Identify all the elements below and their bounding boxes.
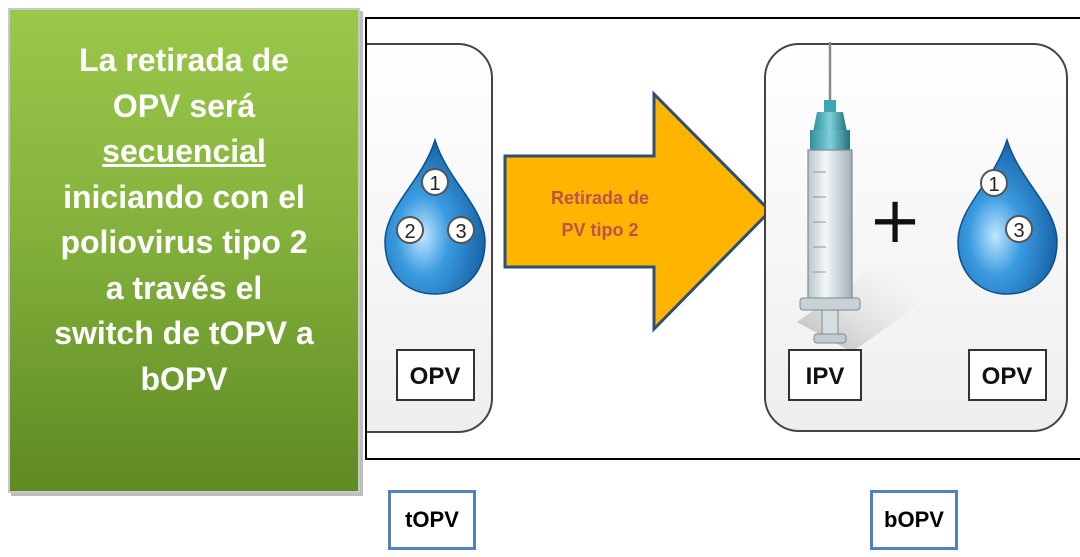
arrow-label-line1: Retirada de: [551, 188, 649, 208]
syringe-icon: [797, 42, 922, 352]
bopv-drop-icon: 1 3: [957, 137, 1058, 295]
drop-number: 2: [404, 221, 415, 243]
summary-line-8: bOPV: [140, 360, 228, 397]
summary-text: La retirada de OPV será secuencial inici…: [29, 38, 339, 402]
drop-number: 1: [988, 174, 999, 196]
opv-tag-right: OPV: [982, 363, 1033, 390]
drop-number: 3: [1013, 220, 1024, 242]
ipv-tag-box: [788, 349, 862, 401]
topv-label: tOPV: [388, 490, 476, 550]
topv-drop-icon: 1 2 3: [384, 137, 486, 295]
summary-line-7: switch de tOPV a: [54, 315, 314, 351]
summary-line-2: OPV será: [112, 87, 256, 124]
bopv-label: bOPV: [870, 490, 958, 550]
summary-line-4: iniciando con el: [63, 178, 305, 215]
ipv-tag: IPV: [806, 363, 845, 390]
opv-tag-box: [968, 349, 1047, 401]
switch-diagram-frame: 1 2 3 OPV Retirada de PV tipo 2: [365, 17, 1080, 460]
summary-panel: La retirada de OPV será secuencial inici…: [8, 8, 360, 493]
switch-diagram: 1 2 3 OPV Retirada de PV tipo 2: [367, 42, 1068, 433]
drop-number: 1: [429, 173, 440, 195]
summary-line-1: La retirada de: [79, 42, 289, 78]
summary-underlined-word: secuencial: [102, 133, 266, 169]
summary-line-6: a través el: [105, 269, 263, 306]
withdrawal-arrow: Retirada de PV tipo 2: [503, 90, 773, 333]
drop-number: 3: [455, 221, 466, 243]
summary-line-5: poliovirus tipo 2: [60, 224, 308, 260]
opv-tag-box: [396, 349, 475, 401]
opv-tag-left: OPV: [410, 363, 461, 390]
plus-sign: +: [868, 184, 922, 258]
arrow-label-line2: PV tipo 2: [561, 220, 638, 240]
